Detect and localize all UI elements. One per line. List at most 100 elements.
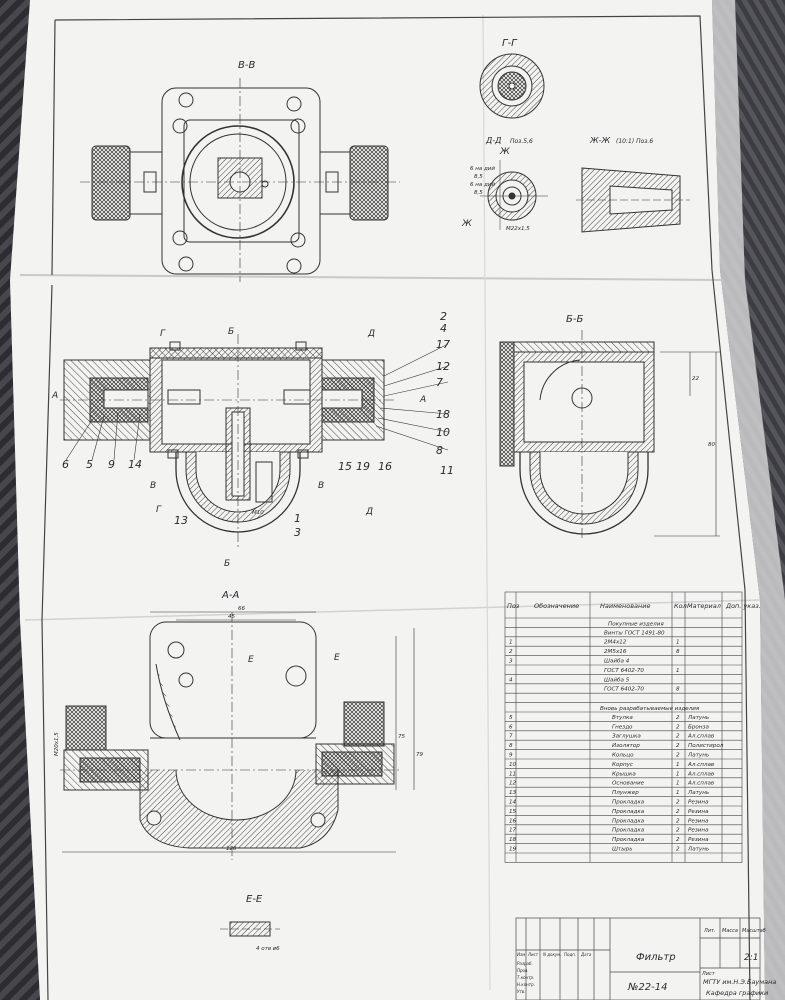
bom-qty: 2 xyxy=(676,743,680,749)
cut-mark-b-bottom: Б xyxy=(224,559,230,569)
bom-pos: 7 xyxy=(509,734,513,740)
bom-pos: 10 xyxy=(509,762,517,768)
bom-material: Латунь xyxy=(687,715,709,721)
cut-mark-v-left: В xyxy=(150,481,156,491)
title-block-col-sign: Подп. xyxy=(564,952,576,957)
section-label-aa: А-А xyxy=(221,590,239,601)
pos-label-18: 18 xyxy=(436,408,450,421)
bom-material: Резина xyxy=(688,837,709,843)
bom-name: Прокладка xyxy=(612,837,645,843)
bom-qty: 2 xyxy=(676,734,680,740)
bom-name: Кольцо xyxy=(612,753,634,759)
dim-bb-80: 80 xyxy=(708,442,715,448)
title-block-role-1: Разраб. xyxy=(517,961,533,966)
pos-label-3: 3 xyxy=(294,526,301,539)
title-block-scale: 2:1 xyxy=(744,953,758,963)
title-block xyxy=(515,917,761,1000)
bom-material: Резина xyxy=(688,809,709,815)
pos-label-10: 10 xyxy=(436,426,450,439)
dim-aa-79: 79 xyxy=(416,752,423,758)
title-block-name: Фильтр xyxy=(636,952,676,963)
cut-mark-e-right: Е xyxy=(334,653,340,663)
bom-qty: 2 xyxy=(676,753,680,759)
bom-material: Резина xyxy=(688,818,709,824)
pos-label-4: 4 xyxy=(440,322,447,335)
bom-name: 2М5х16 xyxy=(604,649,627,655)
bom-pos: 14 xyxy=(509,800,517,806)
bom-pos: 9 xyxy=(509,753,513,759)
bom-qty: 2 xyxy=(676,847,680,853)
cut-mark-a-right: А xyxy=(419,395,426,405)
fold-line xyxy=(19,274,723,281)
dim-aa-45: 45 xyxy=(228,614,235,620)
bom-pos: 3 xyxy=(509,659,513,665)
bom-material: Резина xyxy=(688,828,709,834)
paper-sheet xyxy=(10,0,765,1000)
dim-aa-128: 128 xyxy=(226,846,237,852)
bom-material: Латунь xyxy=(687,790,709,796)
bom-qty: 2 xyxy=(676,715,680,721)
view-vv xyxy=(80,78,400,282)
title-block-row-labels: Изм Лист N докум. Подп. Дата Разраб. Про… xyxy=(517,952,592,994)
bom-name: Плунжер xyxy=(612,790,639,796)
section-label-ee: Е-Е xyxy=(246,894,263,905)
bom-material: Ал.сплав xyxy=(687,734,714,740)
bom-material: Ал.сплав xyxy=(687,771,714,777)
dim-aa-75: 75 xyxy=(398,734,405,740)
bom-pos: 16 xyxy=(509,818,517,824)
bom-name: Гнездо xyxy=(612,724,633,730)
dim-dd-4: 8,5 xyxy=(474,190,483,196)
bom-qty: 2 xyxy=(676,828,680,834)
bom-material: Резина xyxy=(688,800,709,806)
bom-qty: 2 xyxy=(676,837,680,843)
drawing-frame xyxy=(51,19,56,276)
pos-label-14: 14 xyxy=(128,458,142,471)
title-block-mass: Масса xyxy=(722,928,738,934)
title-block-org-2: Кафедра графики xyxy=(706,989,768,997)
title-block-col-list: Лист xyxy=(527,952,539,957)
drawing-frame xyxy=(41,619,49,1000)
title-block-role-2: Пров. xyxy=(517,968,529,973)
bom-header-5: Доп. указ. xyxy=(725,602,761,610)
pos-label-15: 15 xyxy=(338,460,352,473)
section-label-bb: Б-Б xyxy=(566,314,583,325)
bom-pos: 17 xyxy=(509,828,517,834)
pos-label-13: 13 xyxy=(174,514,188,527)
cut-mark-d-bottom: Д xyxy=(365,507,373,517)
dim-dd-1: 6 на дий xyxy=(470,166,495,172)
bom-name: Прокладка xyxy=(612,818,645,824)
bom-material: Бронза xyxy=(688,724,709,730)
bom-material: Ал.сплав xyxy=(687,762,714,768)
title-block-scale-head: Масштаб xyxy=(742,928,766,934)
pos-label-11: 11 xyxy=(440,464,454,477)
bom-name: Изолятор xyxy=(612,743,640,749)
bom-header-3: Кол xyxy=(674,602,687,610)
title-block-code: №22-14 xyxy=(627,982,667,993)
pos-label-1: 1 xyxy=(294,512,301,525)
cut-mark-g-bottom: Г xyxy=(156,505,162,515)
bom-material: Ал.сплав xyxy=(687,781,714,787)
bom-qty: 2 xyxy=(676,809,680,815)
bom-frame xyxy=(504,591,743,863)
bom-pos: 19 xyxy=(509,847,517,853)
bom-name: Прокладка xyxy=(612,809,645,815)
section-label-zhzh: Ж-Ж xyxy=(589,136,611,145)
bom-name: ГОСТ 6402-70 xyxy=(604,668,644,674)
bom-name: Втулка xyxy=(612,715,633,721)
bom-name: Заглушка xyxy=(612,734,641,740)
dim-aa-66: 66 xyxy=(238,606,245,612)
view-aa xyxy=(60,611,415,860)
view-ee xyxy=(220,921,280,937)
bom-pos: 13 xyxy=(509,790,517,796)
bom-qty: 2 xyxy=(676,724,680,730)
pos-label-9: 9 xyxy=(108,458,115,471)
bom-qty: 1 xyxy=(676,790,680,796)
bom-qty: 2 xyxy=(676,800,680,806)
bom-pos: 15 xyxy=(509,809,517,815)
cut-mark-b-top: Б xyxy=(228,327,234,337)
bom-pos: 11 xyxy=(509,771,516,777)
bom-name: Шайба 5 xyxy=(604,677,630,683)
title-block-role-3: Т.контр. xyxy=(517,975,534,980)
pos-label-12: 12 xyxy=(436,360,450,373)
